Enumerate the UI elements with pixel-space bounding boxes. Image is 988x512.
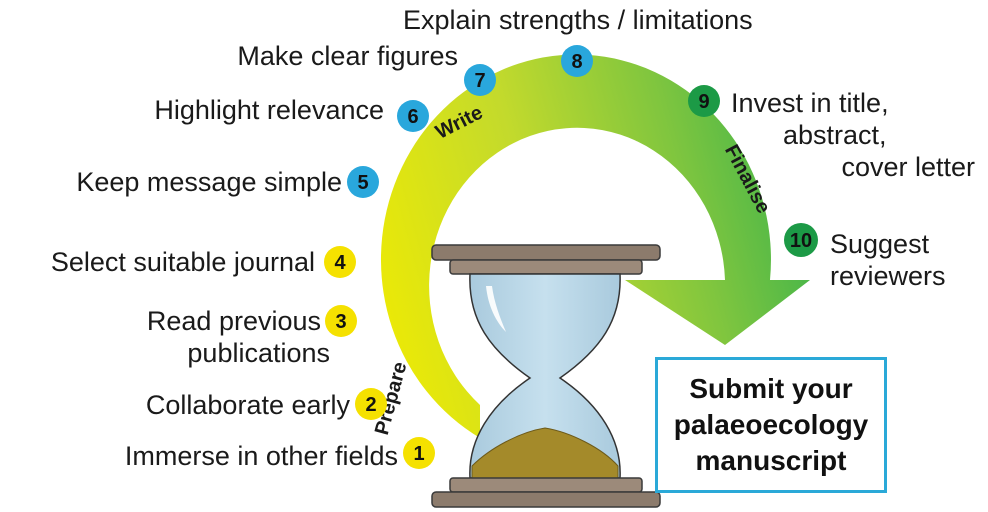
svg-text:7: 7: [474, 70, 485, 92]
submit-line1: Submit your: [689, 373, 853, 404]
step-label-10: Suggest reviewers: [830, 228, 946, 292]
step-badge-9: 9: [688, 85, 720, 117]
step-badge-6: 6: [397, 100, 429, 132]
hourglass-bottom-plate: [449, 477, 643, 493]
svg-text:6: 6: [407, 106, 418, 128]
step-label-9-line2: abstract,: [783, 120, 887, 150]
svg-text:4: 4: [334, 252, 346, 274]
hourglass-bottom-cap: [431, 491, 661, 508]
step-badge-10: 10: [784, 223, 818, 257]
hourglass-top-cap: [431, 244, 661, 261]
hourglass: [431, 244, 661, 508]
step-label-2: Collaborate early: [145, 390, 350, 420]
submit-line2: palaeoecology: [673, 409, 869, 440]
step-label-5: Keep message simple: [76, 167, 342, 197]
step-badge-8: 8: [561, 45, 593, 77]
glass-highlight: [486, 286, 506, 332]
svg-text:1: 1: [413, 443, 424, 465]
step-label-7: Make clear figures: [237, 41, 458, 71]
step-label-10-line2: reviewers: [830, 261, 946, 291]
svg-text:9: 9: [698, 91, 709, 113]
step-label-1: Immerse in other fields: [124, 441, 398, 471]
step-badge-4: 4: [324, 246, 356, 278]
svg-text:8: 8: [571, 51, 582, 73]
step-badge-5: 5: [347, 166, 379, 198]
step-label-3: Read previous publications: [146, 305, 330, 369]
hourglass-top-plate: [449, 259, 643, 275]
step-badge-2: 2: [355, 388, 387, 420]
sand-pile: [471, 427, 619, 479]
step-label-3-line1: Read previous: [146, 306, 321, 336]
step-label-10-line1: Suggest: [830, 229, 930, 259]
step-label-8: Explain strengths / limitations: [403, 5, 753, 35]
submit-line3: manuscript: [695, 445, 847, 476]
svg-text:5: 5: [357, 172, 368, 194]
svg-text:3: 3: [335, 311, 346, 333]
step-label-3-line2: publications: [187, 338, 330, 368]
step-label-9: Invest in title, abstract, cover letter: [731, 87, 975, 183]
svg-text:10: 10: [790, 230, 812, 252]
svg-text:2: 2: [365, 394, 376, 416]
step-label-9-line3: cover letter: [841, 152, 975, 182]
step-badge-7: 7: [464, 64, 496, 96]
step-label-4: Select suitable journal: [50, 247, 315, 277]
step-label-6: Highlight relevance: [154, 95, 384, 125]
step-badge-1: 1: [403, 437, 435, 469]
submit-manuscript-box: Submit your palaeoecology manuscript: [655, 357, 887, 493]
step-label-9-line1: Invest in title,: [731, 88, 889, 118]
process-arc: [380, 54, 810, 439]
step-badge-3: 3: [325, 305, 357, 337]
